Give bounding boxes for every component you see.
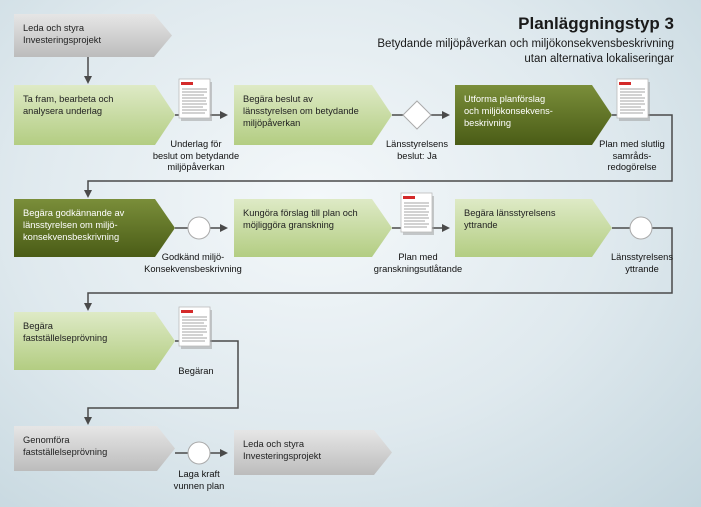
label-underlag: Underlag för beslut om betydande miljöpå… [153,139,239,174]
step-ta-fram-underlag: Ta fram, bearbeta och analysera underlag [14,85,175,145]
step-begara-faststallelseprovning: Begära fastställelseprövning [14,312,175,370]
step-line: och miljökonsekvens- [464,106,553,116]
label-plan-med-slutlig: Plan med slutlig samråds- redogörelse [599,139,665,174]
step-line: analysera underlag [23,106,103,116]
milestone-circle-yttrande [629,216,653,240]
step-text: Utforma planförslag och miljökonsekvens-… [464,93,594,129]
step-text: Leda och styra Investeringsprojekt [243,438,374,462]
diagram-header: Planläggningstyp 3 Betydande miljöpåverk… [377,14,674,67]
diagram-title: Planläggningstyp 3 [518,14,674,33]
step-line: Begära godkännande av [23,208,125,218]
step-kungora-forslag: Kungöra förslag till plan och möjliggöra… [234,199,392,257]
step-line: Begära länsstyrelsens [464,208,556,218]
label-line: beslut: Ja [397,150,437,161]
label-line: Plan med slutlig [599,139,665,149]
label-begaran: Begäran [178,366,213,378]
label-line: Laga kraft [178,469,220,479]
subtitle-line: utan alternativa lokaliseringar [524,53,674,65]
step-text: Leda och styra Investeringsprojekt [23,22,154,46]
label-laga-kraft: Laga kraft vunnen plan [174,469,225,492]
step-line: Kungöra förslag till plan och [243,208,358,218]
label-line: Länsstyrelsens [385,139,449,149]
connector-4 [84,114,673,198]
step-line: Investeringsprojekt [243,451,322,461]
label-line: granskningsutlåtande [373,263,463,274]
step-line: fastställelseprövning [23,333,108,343]
step-text: Genomföra fastställelseprövning [23,434,157,458]
step-line: länsstyrelsen om betydande [243,106,359,116]
step-line: Begära [23,321,53,331]
decision-diamond [402,100,432,130]
step-line: länsstyrelsen om miljö- [23,220,118,230]
step-leda-och-styra-end: Leda och styra Investeringsprojekt [234,430,392,475]
label-line: miljöpåverkan [167,162,225,172]
label-line: vunnen plan [173,480,225,491]
step-line: beskrivning [464,118,512,128]
milestone-circle-laga-kraft [187,441,211,465]
step-text: Begära länsstyrelsens yttrande [464,207,594,231]
step-line: Ta fram, bearbeta och [23,94,114,104]
step-leda-och-styra-start: Leda och styra Investeringsprojekt [14,14,172,57]
label-line: Underlag för [170,139,222,149]
diagram-subtitle: Betydande miljöpåverkan och miljökonsekv… [377,37,674,67]
step-text: Begära beslut av länsstyrelsen om betyda… [243,93,374,129]
label-line: samråds- [612,150,652,161]
step-text: Begära godkännande av länsstyrelsen om m… [23,207,157,243]
step-line: yttrande [464,220,498,230]
step-line: Genomföra [23,435,70,445]
step-line: möjliggöra granskning [243,220,334,230]
label-line: redogörelse [607,162,657,172]
step-begara-yttrande: Begära länsstyrelsens yttrande [455,199,612,257]
label-line: beslut om betydande [152,150,240,161]
label-line: yttrande [625,263,659,274]
subtitle-line: Betydande miljöpåverkan och miljökonsekv… [377,38,674,50]
step-line: Leda och styra [243,439,304,449]
label-line: Länsstyrelsens [610,252,674,262]
label-line: Plan med [398,252,438,262]
step-line: fastställelseprövning [23,447,108,457]
step-line: Begära beslut av [243,94,313,104]
step-genomfora-faststallelseprovning: Genomföra fastställelseprövning [14,426,175,471]
label-line: Begäran [178,366,214,376]
document-icon [178,78,212,121]
step-begara-beslut: Begära beslut av länsstyrelsen om betyda… [234,85,392,145]
document-icon [178,306,212,349]
step-utforma-planforslag: Utforma planförslag och miljökonsekvens-… [455,85,612,145]
step-line: Investeringsprojekt [23,35,102,45]
label-godkand-mkb: Godkänd miljö- Konsekvensbeskrivning [144,252,242,275]
milestone-circle-godkand [187,216,211,240]
step-line: Utforma planförslag [464,94,546,104]
step-line: miljöpåverkan [243,118,301,128]
step-line: Leda och styra [23,23,84,33]
label-lansstyrelsens-beslut: Länsstyrelsens beslut: Ja [386,139,448,162]
label-line: Konsekvensbeskrivning [144,263,242,274]
connector-8 [84,340,239,425]
step-begara-godkannande: Begära godkännande av länsstyrelsen om m… [14,199,175,257]
document-icon [616,78,650,121]
label-lansstyrelsens-yttrande: Länsstyrelsens yttrande [611,252,673,275]
document-icon [400,192,434,235]
label-line: Godkänd miljö- [161,252,225,262]
step-text: Ta fram, bearbeta och analysera underlag [23,93,157,117]
step-text: Kungöra förslag till plan och möjliggöra… [243,207,374,231]
label-plan-med-granskningsutlatande: Plan med granskningsutlåtande [374,252,462,275]
step-text: Begära fastställelseprövning [23,320,157,344]
step-line: konsekvensbeskrivning [23,232,120,242]
